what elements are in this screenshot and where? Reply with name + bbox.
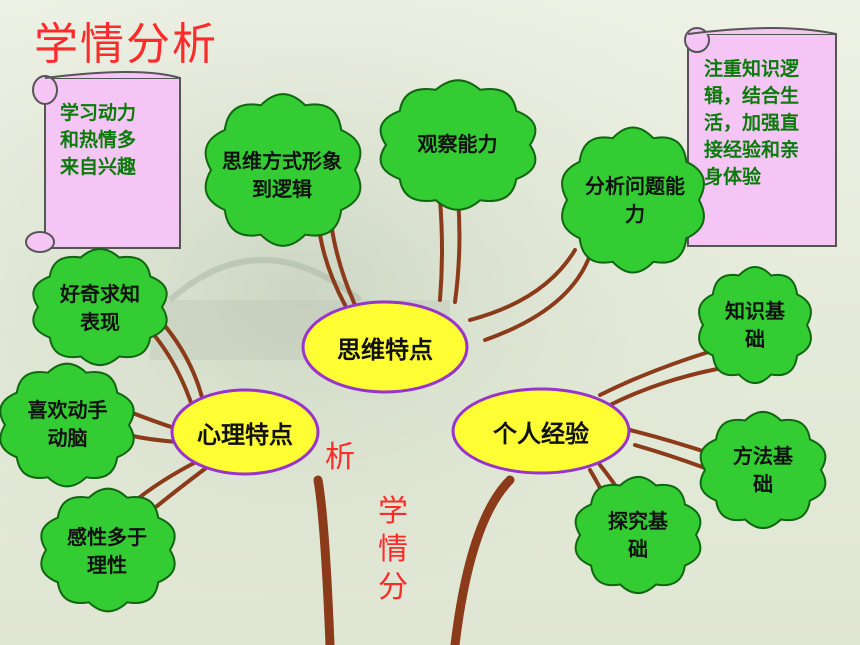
cloud-inquiry-base-shape	[574, 475, 702, 595]
trunk-char-3: 分	[378, 570, 408, 605]
hub-label-experience: 个人经验	[493, 419, 589, 448]
cloud-hands-on-shape	[0, 362, 135, 488]
cloud-label-knowledge-base: 知识基础	[725, 299, 785, 351]
cloud-label-method-base: 方法基础	[733, 444, 793, 496]
trunk-char-extra: 析	[325, 440, 355, 475]
cloud-label-hands-on: 喜欢动手动脑	[27, 398, 108, 450]
cloud-method-base-shape	[699, 410, 827, 530]
cloud-method-base	[699, 410, 827, 530]
branches	[123, 196, 724, 645]
cloud-problem-analysis	[561, 126, 705, 274]
cloud-perception	[40, 487, 176, 613]
cloud-curiosity-shape	[32, 247, 168, 367]
cloud-knowledge-base	[698, 265, 812, 385]
cloud-label-thinking-mode: 思维方式形象到逻辑	[222, 149, 342, 201]
page-title: 学情分析	[34, 19, 218, 70]
left-note-scroll	[25, 71, 181, 253]
hub-label-thinking: 思维特点	[337, 335, 433, 364]
cloud-inquiry-base	[574, 475, 702, 595]
right-note-scroll	[657, 27, 837, 247]
cloud-perception-shape	[40, 487, 176, 613]
hub-ellipse-thinking	[301, 300, 469, 394]
trunk-char-2: 情	[378, 532, 408, 567]
cloud-label-observation: 观察能力	[417, 132, 498, 156]
cloud-label-curiosity: 好奇求知表现	[60, 282, 140, 334]
right-note-text: 注重知识逻辑，结合生活，加强直接经验和亲身体验	[704, 58, 800, 188]
trunk-char-1: 学	[378, 494, 408, 529]
cloud-knowledge-base-shape	[698, 265, 812, 385]
cloud-label-problem-analysis: 分析问题能力	[585, 174, 685, 226]
cloud-thinking-mode	[204, 93, 362, 247]
cloud-observation	[379, 79, 537, 211]
cloud-curiosity	[32, 247, 168, 367]
cloud-hands-on	[0, 362, 135, 488]
cloud-label-perception: 感性多于理性	[67, 525, 147, 577]
hub-label-psychology: 心理特点	[197, 420, 293, 449]
cloud-nodes	[0, 79, 827, 613]
cloud-thinking-mode-shape	[204, 93, 362, 247]
hub-ellipse-psychology	[170, 388, 320, 476]
hub-ellipse-experience	[451, 387, 631, 475]
left-note-text: 学习动力和热情多来自兴趣	[60, 102, 137, 178]
cloud-label-inquiry-base: 探究基础	[608, 509, 668, 561]
cloud-observation-shape	[379, 79, 537, 211]
cloud-problem-analysis-shape	[561, 126, 705, 274]
